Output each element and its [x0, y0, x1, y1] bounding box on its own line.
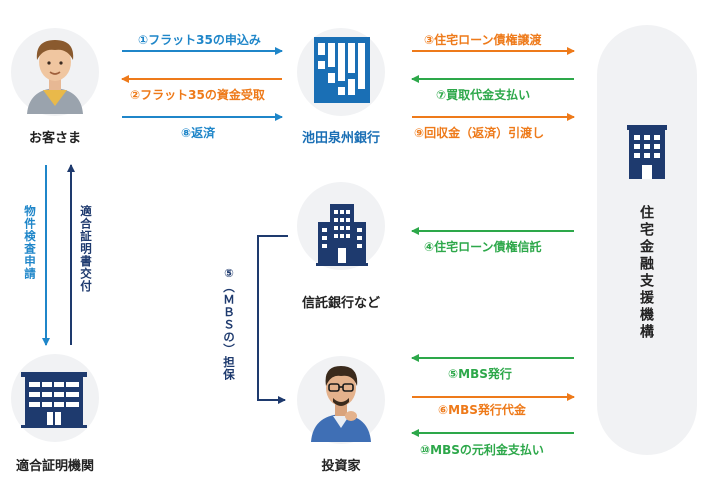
- inspection-agency-building-icon: [21, 372, 87, 428]
- trust-bank-label: 信託銀行など: [301, 296, 380, 311]
- investor-avatar-icon: [311, 366, 371, 442]
- arrow-8-label: ⑧返済: [181, 126, 216, 140]
- bank-label: 池田泉州銀行: [301, 131, 380, 146]
- arrow-1-label: ①フラット35の申込み: [138, 33, 261, 47]
- investor-label: 投資家: [321, 459, 361, 474]
- arrow-5-label: ⑤MBS発行: [448, 367, 512, 381]
- inspection-request-label: 物件検査申請: [23, 205, 37, 280]
- arrow-2-label: ②フラット35の資金受取: [130, 88, 265, 102]
- customer-avatar-icon: [27, 40, 83, 114]
- arrow-9-label: ⑨回収金（返済）引渡し: [414, 126, 545, 140]
- certificate-issue-label: 適合証明書交付: [79, 205, 93, 293]
- arrow-10-label: ⑩MBSの元利金支払い: [420, 443, 544, 457]
- jhf-building-icon: [627, 125, 667, 179]
- inspection-agency-label: 適合証明機関: [15, 459, 94, 474]
- arrow-4-label: ④住宅ローン債権信託: [424, 240, 542, 254]
- bank-logo-icon: [314, 37, 370, 103]
- arrow-6-label: ⑥MBS発行代金: [438, 403, 526, 417]
- jhf-label: 住宅金融支援機構: [638, 205, 654, 341]
- arrow-3-label: ③住宅ローン債権譲渡: [424, 33, 542, 47]
- collateral-bracket: [257, 235, 288, 404]
- collateral-label: ⑤（ＭＢＳの）担保: [222, 266, 236, 381]
- customer-label: お客さま: [28, 131, 81, 146]
- trust-bank-building-icon: [316, 204, 368, 266]
- jhf-panel: [597, 25, 697, 455]
- arrow-7-label: ⑦買取代金支払い: [436, 88, 531, 102]
